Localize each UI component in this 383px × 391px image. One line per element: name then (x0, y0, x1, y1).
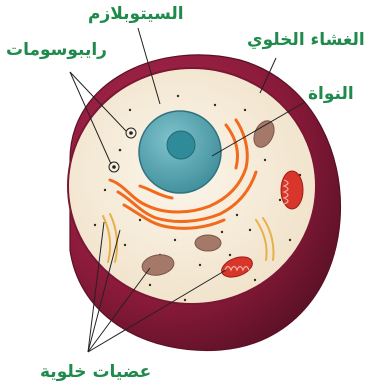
label-cytoplasm: السيتوبلازم (88, 4, 184, 24)
label-organelles: عضيات خلوية (40, 362, 151, 382)
label-ribosomes: رايبوسومات (6, 40, 107, 60)
nucleus (139, 111, 221, 193)
label-nucleus: النواة (308, 84, 354, 104)
label-cell-membrane: الغشاء الخلوي (247, 30, 365, 50)
